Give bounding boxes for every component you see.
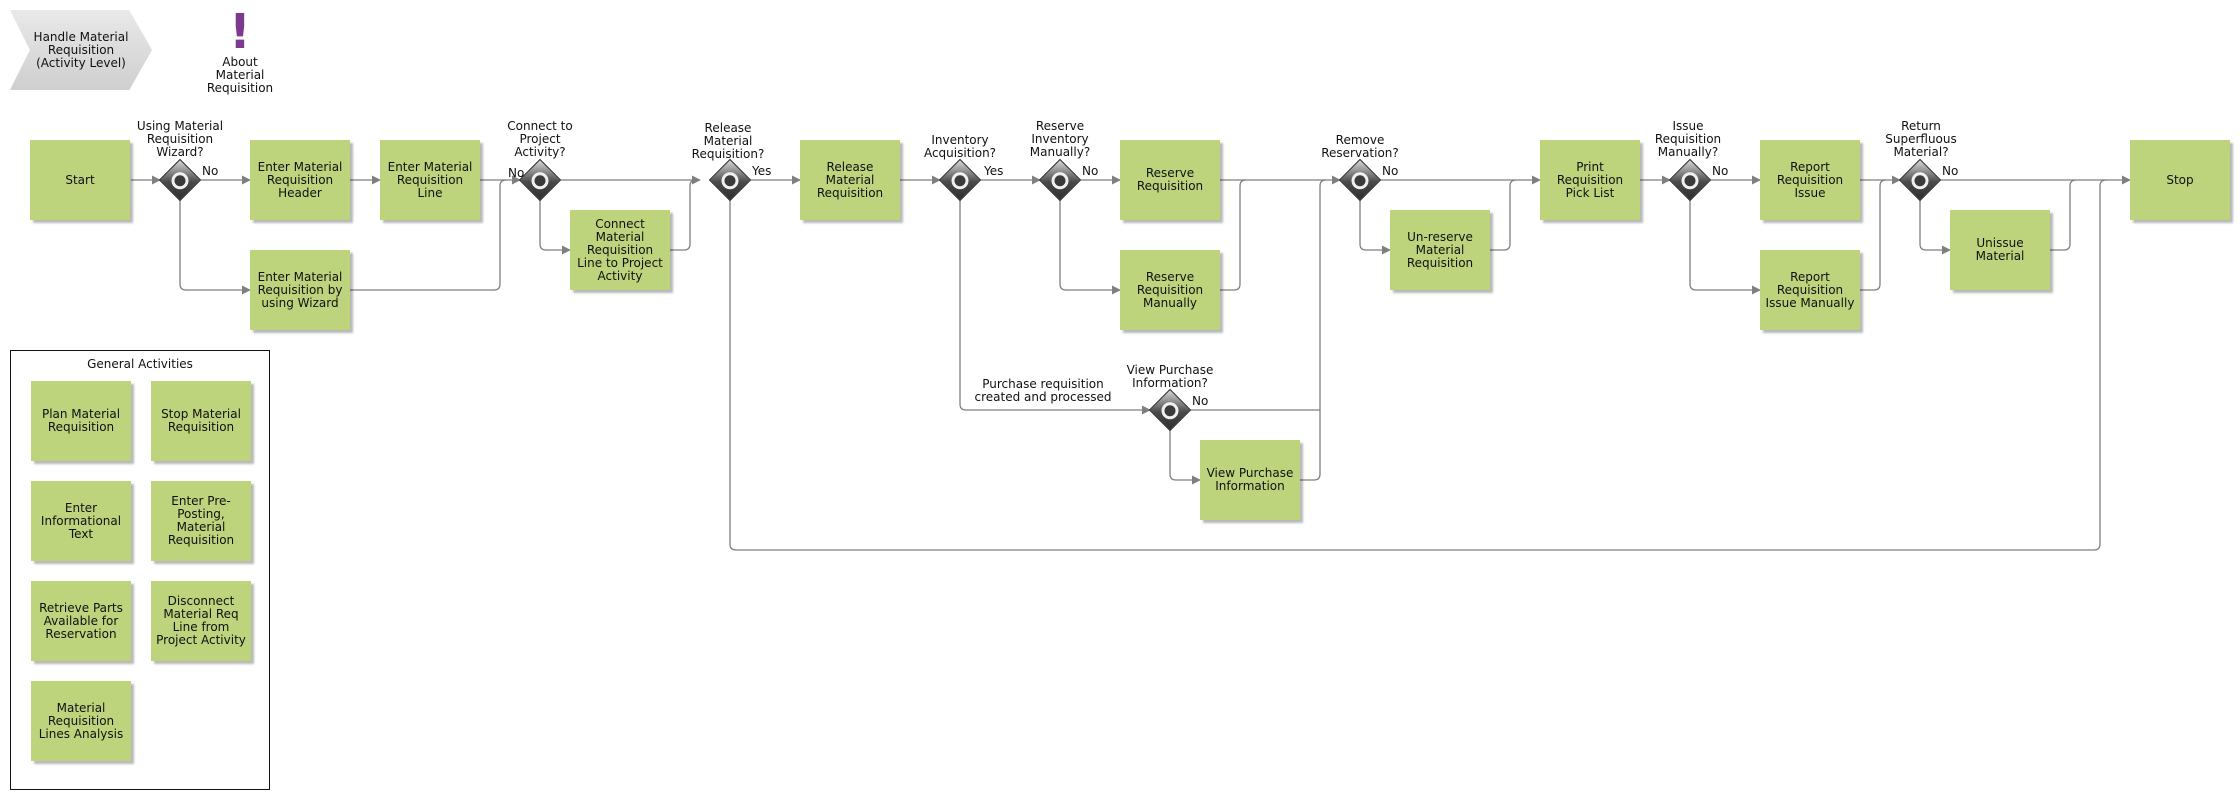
wizard-question: Using Material Requisition Wizard? bbox=[136, 119, 224, 159]
enter-header-activity[interactable]: Enter Material Requisition Header bbox=[250, 140, 350, 220]
edge-wizard-yes-to-by-wizard bbox=[179, 200, 251, 295]
gateway-ring-icon bbox=[171, 171, 189, 189]
general-activity[interactable]: Stop Material Requisition bbox=[151, 381, 251, 461]
view-purchase-question: View Purchase Information? bbox=[1126, 363, 1214, 390]
edge-inventory-purchase-to-view-gw bbox=[959, 200, 1151, 415]
view-purchase-activity[interactable]: View Purchase Information bbox=[1200, 440, 1300, 520]
general-activity[interactable]: Disconnect Material Req Line from Projec… bbox=[151, 581, 251, 661]
inventory-question: Inventory Acquisition? bbox=[923, 133, 997, 160]
process-title: Handle Material Requisition (Activity Le… bbox=[33, 29, 129, 70]
reserve-manual-question: Reserve Inventory Manually? bbox=[1029, 119, 1091, 159]
return-no-label: No bbox=[1942, 164, 1959, 178]
edge-remove-yes-to-unreserve bbox=[1359, 200, 1391, 255]
gateway-ring-icon bbox=[531, 171, 549, 189]
report-issue-manually-activity[interactable]: Report Requisition Issue Manually bbox=[1760, 250, 1860, 330]
gateway-ring-icon bbox=[1351, 171, 1369, 189]
enter-line-activity[interactable]: Enter Material Requisition Line bbox=[380, 140, 480, 220]
general-activity[interactable]: Material Requisition Lines Analysis bbox=[31, 681, 131, 761]
view-no-label: No bbox=[1192, 394, 1209, 408]
wizard-no-label: No bbox=[202, 164, 219, 178]
general-activity[interactable]: Retrieve Parts Available for Reservation bbox=[31, 581, 131, 661]
connect-no-label: No bbox=[508, 166, 525, 180]
general-activity[interactable]: Plan Material Requisition bbox=[31, 381, 131, 461]
inventory-yes-label: Yes bbox=[984, 164, 1004, 178]
about-link[interactable]: ! About Material Requisition bbox=[200, 8, 280, 95]
edge-unissue-merge bbox=[2050, 179, 2077, 251]
edge-reserve-manually-merge bbox=[1220, 179, 1247, 291]
process-title-chevron[interactable]: Handle Material Requisition (Activity Le… bbox=[10, 10, 152, 90]
edge-reserve-yes-to-reserve-manually bbox=[1059, 200, 1121, 295]
edge-view-yes-to-view-purchase bbox=[1169, 430, 1201, 485]
exclamation-icon: ! bbox=[229, 4, 251, 60]
reserve-activity[interactable]: Reserve Requisition bbox=[1120, 140, 1220, 220]
return-superfluous-question: Return Superfluous Material? bbox=[1885, 119, 1957, 159]
reserve-manually-activity[interactable]: Reserve Requisition Manually bbox=[1120, 250, 1220, 330]
about-label: About Material Requisition bbox=[206, 55, 274, 95]
stop-node[interactable]: Stop bbox=[2130, 140, 2230, 220]
enter-by-wizard-activity[interactable]: Enter Material Requisition by using Wiza… bbox=[250, 250, 350, 330]
edge-return-yes-to-unissue bbox=[1919, 200, 1951, 255]
remove-reservation-question: Remove Reservation? bbox=[1321, 133, 1399, 160]
gateway-ring-icon bbox=[1681, 171, 1699, 189]
edge-view-purchase-merge bbox=[1300, 179, 1327, 481]
report-issue-activity[interactable]: Report Requisition Issue bbox=[1760, 140, 1860, 220]
general-activities-title: General Activities bbox=[87, 357, 193, 371]
connect-project-question: Connect to Project Activity? bbox=[507, 119, 573, 159]
remove-no-label: No bbox=[1382, 164, 1399, 178]
print-pick-list-activity[interactable]: Print Requisition Pick List bbox=[1540, 140, 1640, 220]
issue-no-label: No bbox=[1712, 164, 1729, 178]
gateway-ring-icon bbox=[721, 171, 739, 189]
edge-report-manually-merge bbox=[1860, 179, 1887, 291]
connect-line-activity[interactable]: Connect Material Requisition Line to Pro… bbox=[570, 210, 670, 290]
edge-issue-yes-to-report-manually bbox=[1689, 200, 1761, 295]
unreserve-activity[interactable]: Un-reserve Material Requisition bbox=[1390, 210, 1490, 290]
general-activity[interactable]: Enter Pre-Posting, Material Requisition bbox=[151, 481, 251, 561]
general-activities-panel: General Activities Plan Material Requisi… bbox=[10, 350, 270, 790]
chevron-shape bbox=[10, 10, 152, 90]
gateway-ring-icon bbox=[1911, 171, 1929, 189]
edge-release-no-to-stop bbox=[729, 179, 2107, 551]
edge-unreserve-merge bbox=[1490, 179, 1517, 251]
release-yes-label: Yes bbox=[752, 164, 772, 178]
edge-connect-yes-to-connect-line bbox=[539, 200, 571, 255]
start-node[interactable]: Start bbox=[30, 140, 130, 220]
gateway-ring-icon bbox=[951, 171, 969, 189]
edge-by-wizard-to-connect-gw bbox=[350, 179, 507, 291]
gateway-ring-icon bbox=[1161, 401, 1179, 419]
general-activity[interactable]: Enter Informational Text bbox=[31, 481, 131, 561]
edge-connect-line-to-release-gw bbox=[670, 179, 697, 251]
issue-manual-question: Issue Requisition Manually? bbox=[1654, 119, 1722, 159]
gateway-ring-icon bbox=[1051, 171, 1069, 189]
release-activity[interactable]: Release Material Requisition bbox=[800, 140, 900, 220]
unissue-activity[interactable]: Unissue Material bbox=[1950, 210, 2050, 290]
purchase-processed-label: Purchase requisition created and process… bbox=[974, 377, 1112, 404]
release-question: Release Material Requisition? bbox=[691, 121, 765, 161]
reserve-no-label: No bbox=[1082, 164, 1099, 178]
